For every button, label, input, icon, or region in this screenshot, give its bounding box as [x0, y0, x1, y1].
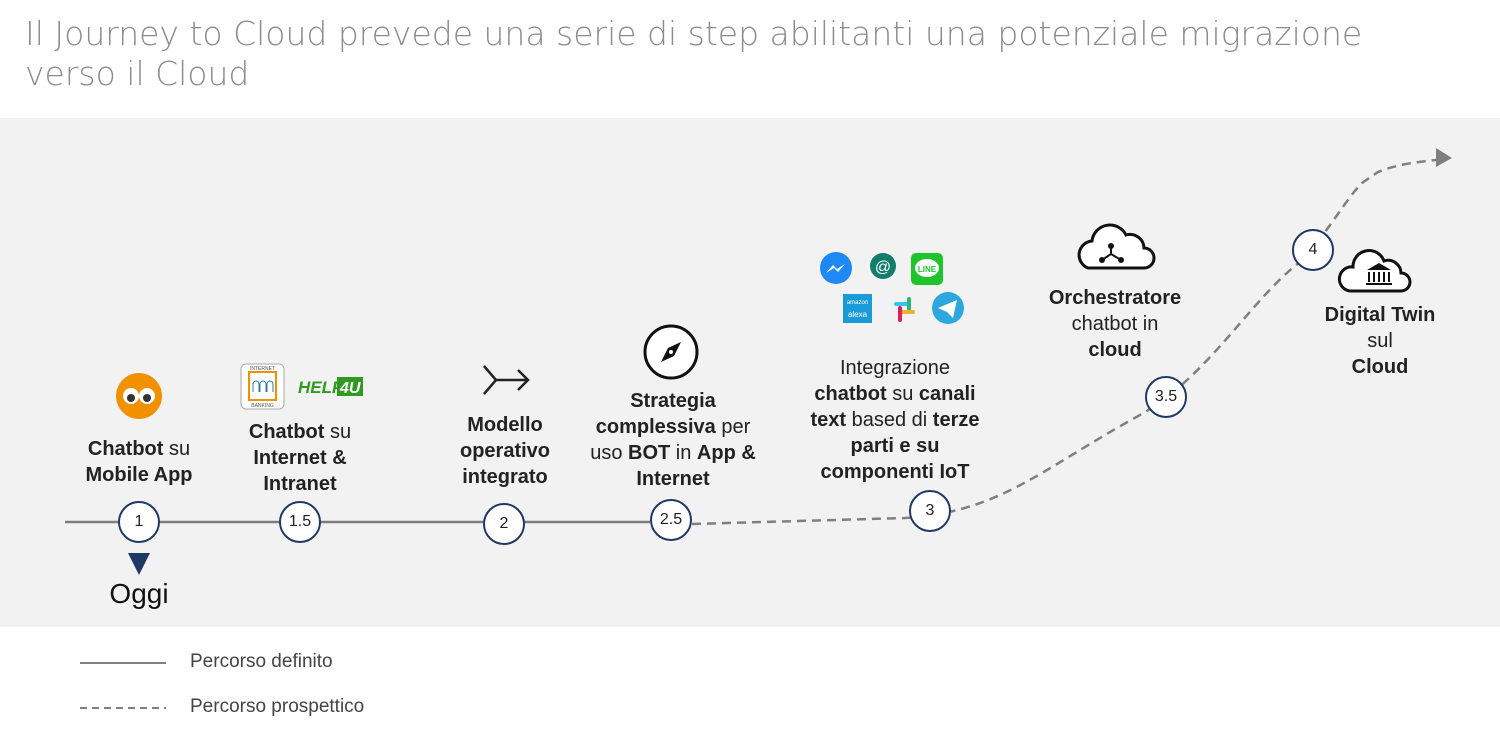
internet-banking-icon: INTERNET BANKING: [240, 363, 285, 410]
step-label-segment: Internet: [636, 468, 710, 490]
cloud-network-icon: [1077, 223, 1156, 270]
step-label-segment: Intranet: [263, 473, 337, 495]
step-label-segment: Digital Twin: [1324, 304, 1436, 326]
step-node-3-5: 3.5: [1145, 376, 1187, 418]
step-label-2-5: Strategia complessiva per uso BOT in App &…: [590, 388, 756, 492]
step-node-2-5: 2.5: [650, 499, 692, 541]
step-label-segment: cloud: [1088, 339, 1142, 361]
step-label-segment: integrato: [462, 466, 548, 488]
step-label-segment: sul: [1367, 330, 1393, 352]
step-label-segment: su: [886, 383, 919, 405]
integration-arrows-icon: [483, 365, 530, 395]
messenger-icon: [820, 252, 852, 284]
step-label-segment: chatbot in: [1071, 313, 1159, 335]
step-label-3-5: Orchestratore chatbot in cloud: [1049, 285, 1181, 363]
alexa-icon: amazon alexa: [843, 294, 872, 323]
step-label-segment: terze: [932, 409, 980, 431]
step-label-segment: BOT: [628, 442, 671, 464]
svg-text:alexa: alexa: [848, 310, 868, 319]
legend-defined: Percorso definito: [80, 651, 333, 673]
telegram-icon: [932, 292, 964, 324]
step-label-segment: Cloud: [1351, 356, 1409, 378]
step-label-2: Modello operativo integrato: [460, 412, 550, 490]
owl-chatbot-icon: [116, 373, 162, 419]
ib-top-text: INTERNET: [250, 366, 275, 372]
step-label-segment: App &: [696, 442, 756, 464]
step-label-segment: per: [715, 416, 751, 438]
line-icon: LINE: [911, 253, 943, 285]
svg-text:@: @: [875, 259, 891, 276]
help4u-logo-icon: HELP 4U: [298, 377, 363, 397]
page-title: Il Journey to Cloud prevede una serie di…: [25, 14, 1363, 93]
step-node-3: 3: [909, 490, 951, 532]
step-label-segment: componenti IoT: [820, 461, 970, 483]
step-label-segment: Orchestratore: [1048, 287, 1182, 309]
step-label-segment: uso: [590, 442, 629, 464]
today-marker-icon: [128, 553, 150, 575]
hangouts-chat-icon: @: [870, 253, 896, 279]
arrow-head-icon: [1436, 148, 1452, 167]
step-label-segment: operativo: [459, 440, 551, 462]
step-label-segment: chatbot: [814, 383, 887, 405]
svg-text:LINE: LINE: [918, 265, 937, 274]
step-label-segment: su: [163, 438, 191, 460]
svg-text:amazon: amazon: [847, 300, 868, 306]
step-label-segment: Internet &: [253, 447, 347, 469]
step-label-segment: Chatbot: [248, 421, 325, 443]
step-node-1: 1: [118, 501, 160, 543]
step-label-segment: based di: [846, 409, 933, 431]
step-node-2: 2: [483, 503, 525, 545]
step-label-segment: Modello: [467, 414, 543, 436]
step-label-segment: Chatbot: [87, 438, 164, 460]
step-node-4: 4: [1292, 229, 1334, 271]
step-node-1-5: 1.5: [279, 501, 321, 543]
slack-icon: [894, 297, 915, 322]
step-label-segment: canali: [918, 383, 976, 405]
step-label-segment: in: [670, 442, 697, 464]
step-label-3: Integrazione chatbot su canali text based …: [810, 355, 979, 485]
step-label-segment: text: [810, 409, 847, 431]
prospective-path: [691, 158, 1437, 526]
step-label-segment: Mobile App: [85, 464, 193, 486]
today-label: Oggi: [109, 578, 169, 609]
ib-bottom-text: BANKING: [251, 403, 274, 409]
step-label-segment: Integrazione: [839, 357, 951, 379]
compass-icon: [643, 324, 699, 380]
cloud-bank-icon: [1337, 249, 1412, 293]
step-label-segment: complessiva: [595, 416, 716, 438]
step-label-segment: su: [324, 421, 352, 443]
step-label-segment: Strategia: [630, 390, 716, 412]
legend-prospective-label: Percorso prospettico: [190, 696, 365, 717]
step-label-segment: parti e su: [850, 435, 940, 457]
svg-text:HELP: HELP: [298, 378, 344, 397]
legend-prospective: Percorso prospettico: [80, 696, 364, 718]
svg-text:4U: 4U: [339, 380, 361, 397]
legend-defined-label: Percorso definito: [190, 651, 333, 672]
